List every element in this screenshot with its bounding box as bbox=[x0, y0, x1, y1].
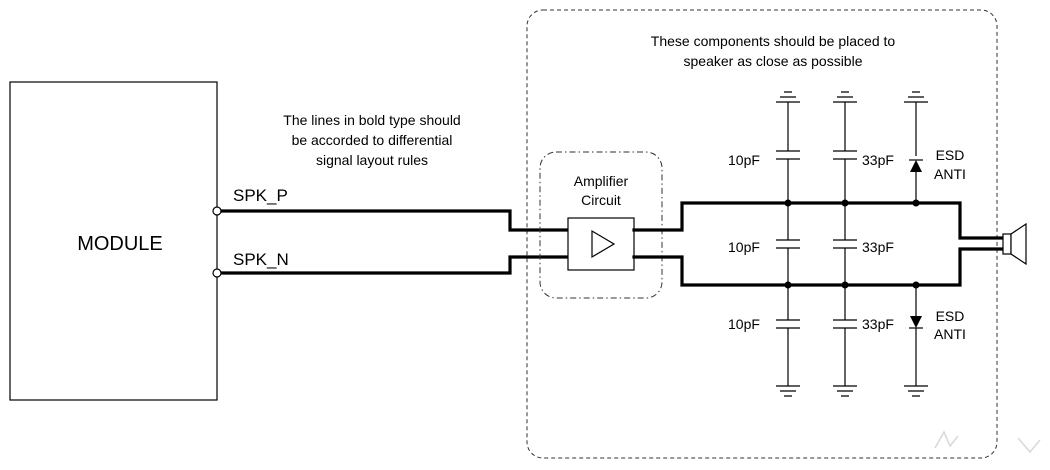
cap-label-bot-10pf: 10pF bbox=[728, 316, 760, 332]
junction-dot bbox=[912, 199, 920, 207]
junction-dot bbox=[784, 199, 792, 207]
esd-label-bottom: ESD ANTI bbox=[934, 308, 966, 342]
cap-label-mid-33pf: 33pF bbox=[862, 239, 894, 255]
junction-dot bbox=[841, 199, 849, 207]
spk-n-trace bbox=[216, 255, 570, 275]
svg-text:The lines in bold type should: The lines in bold type should bbox=[283, 112, 460, 128]
svg-text:These components should be pla: These components should be placed to bbox=[651, 33, 896, 49]
output-p-trace bbox=[632, 201, 1005, 240]
capacitor-column-33pf bbox=[833, 102, 857, 386]
amplifier-label: Amplifier Circuit bbox=[574, 173, 629, 208]
output-n-trace bbox=[632, 247, 1005, 287]
spk-n-pin bbox=[212, 268, 222, 278]
svg-text:be accorded to differential: be accorded to differential bbox=[292, 132, 453, 148]
spk-p-pin bbox=[212, 206, 222, 216]
esd-column bbox=[909, 102, 923, 386]
ground-icon bbox=[904, 91, 928, 103]
cap-label-bot-33pf: 33pF bbox=[862, 316, 894, 332]
svg-text:Circuit: Circuit bbox=[581, 192, 621, 208]
ground-icon bbox=[833, 91, 857, 103]
junction-dot bbox=[912, 281, 920, 289]
ground-icon bbox=[904, 385, 928, 397]
spk-p-label: SPK_P bbox=[233, 186, 288, 205]
speaker-icon bbox=[1002, 222, 1027, 266]
module-box bbox=[9, 81, 218, 401]
svg-text:Amplifier: Amplifier bbox=[574, 173, 629, 189]
spk-p-trace bbox=[216, 209, 570, 232]
svg-text:signal layout rules: signal layout rules bbox=[316, 152, 428, 168]
module-label: MODULE bbox=[77, 233, 163, 255]
amplifier-box bbox=[567, 217, 635, 271]
svg-text:ESD: ESD bbox=[936, 147, 965, 163]
amplifier-region bbox=[539, 151, 663, 299]
ground-icon bbox=[776, 385, 800, 397]
cap-label-top-33pf: 33pF bbox=[862, 152, 894, 168]
ground-icon bbox=[776, 91, 800, 103]
placement-note: These components should be placed to spe… bbox=[651, 33, 896, 69]
svg-text:ANTI: ANTI bbox=[934, 326, 966, 342]
svg-text:ESD: ESD bbox=[936, 308, 965, 324]
svg-text:speaker as close as possible: speaker as close as possible bbox=[684, 53, 863, 69]
spk-n-label: SPK_N bbox=[233, 250, 289, 269]
placement-region bbox=[526, 9, 998, 459]
junction-dot bbox=[841, 281, 849, 289]
capacitor-column-10pf bbox=[776, 102, 800, 386]
junction-dot bbox=[784, 281, 792, 289]
cap-label-mid-10pf: 10pF bbox=[728, 239, 760, 255]
differential-layout-note: The lines in bold type should be accorde… bbox=[283, 112, 460, 168]
amplifier-symbol bbox=[591, 229, 616, 259]
cap-label-top-10pf: 10pF bbox=[728, 152, 760, 168]
watermark bbox=[934, 430, 1041, 454]
svg-text:ANTI: ANTI bbox=[934, 166, 966, 182]
ground-icon bbox=[833, 385, 857, 397]
esd-label-top: ESD ANTI bbox=[934, 147, 966, 182]
